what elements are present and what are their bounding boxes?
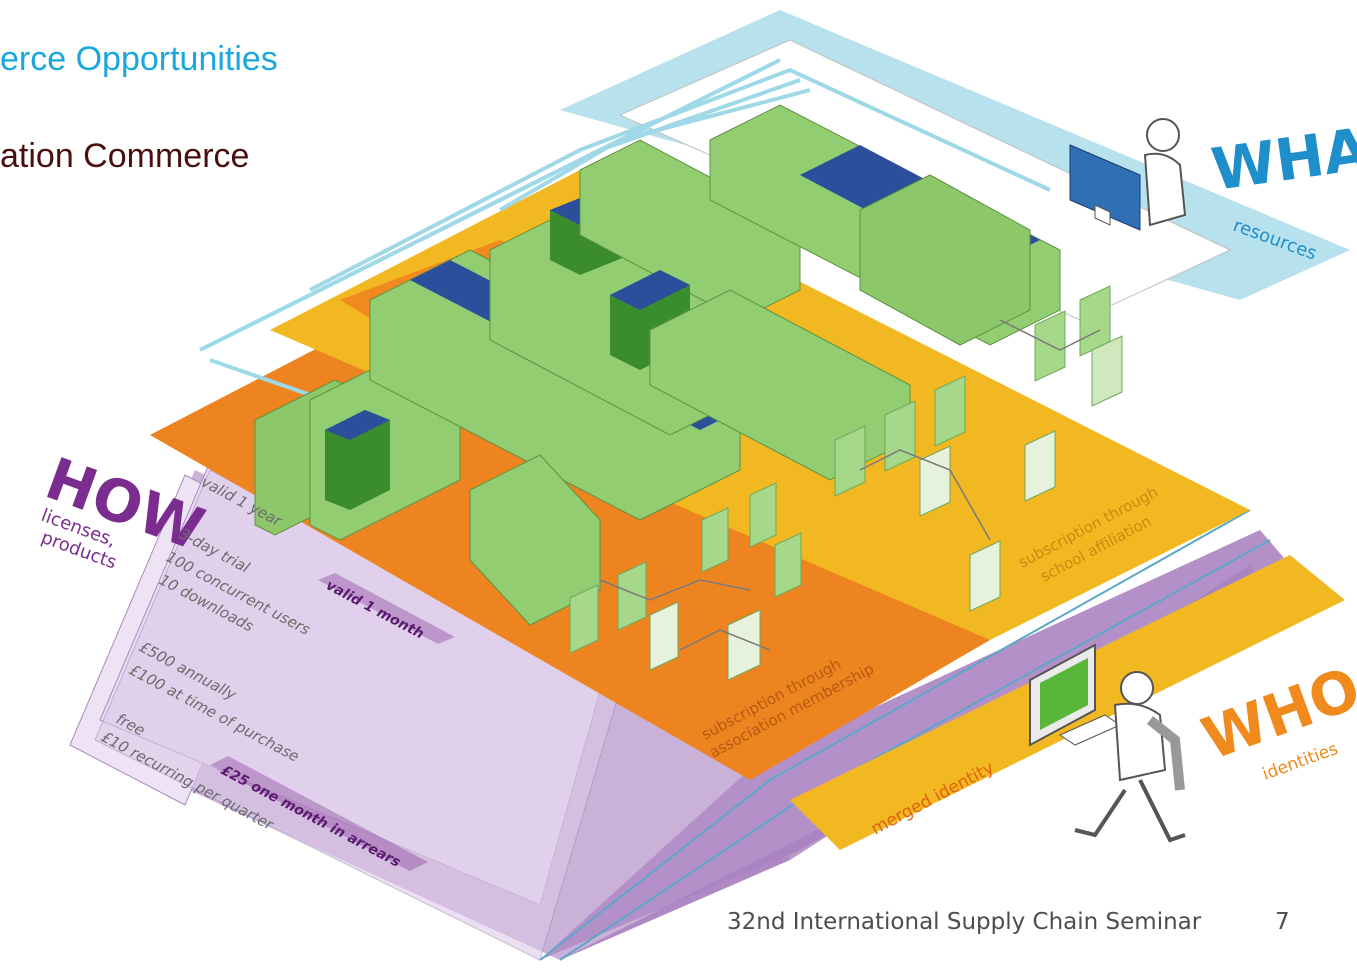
- footer-text: 32nd International Supply Chain Seminar: [727, 909, 1202, 935]
- page-number: 7: [1275, 909, 1290, 935]
- content-stacks: [254, 104, 1061, 626]
- who-person-illustration: [1029, 643, 1186, 843]
- what-heading: WHAT: [1207, 110, 1357, 204]
- what-person-illustration: [1069, 118, 1187, 231]
- product-cards: [569, 285, 1123, 681]
- slide-title: erce Opportunities: [0, 40, 278, 78]
- tree-lines: [599, 319, 1101, 651]
- slide-subtitle: ation Commerce: [0, 137, 250, 175]
